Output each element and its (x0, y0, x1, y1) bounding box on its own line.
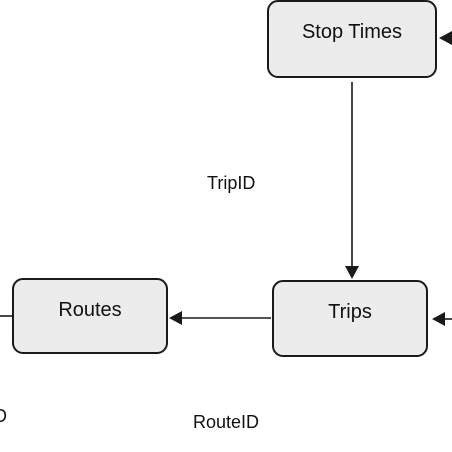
arrow-head-left (169, 311, 182, 325)
node-routes[interactable]: Routes (12, 278, 168, 354)
incoming-arrow-stop-times (439, 31, 452, 45)
arrow-head-down (345, 266, 359, 279)
node-routes-label: Routes (58, 299, 121, 321)
node-trips-label: Trips (328, 301, 372, 323)
left-edge-label-fragment: D (0, 406, 7, 426)
node-stop-times-label: Stop Times (302, 21, 402, 43)
arrow-head-left-stop-times (439, 31, 452, 45)
arrow-head-left-trips (432, 312, 445, 326)
node-trips[interactable]: Trips (272, 280, 428, 357)
incoming-arrow-trips (432, 312, 452, 326)
edge-stop-times-to-trips (345, 82, 359, 279)
edge-label-routeid: RouteID (193, 412, 259, 432)
node-stop-times[interactable]: Stop Times (267, 0, 437, 78)
edge-trips-to-routes (169, 311, 271, 325)
edge-label-tripid: TripID (207, 173, 255, 193)
